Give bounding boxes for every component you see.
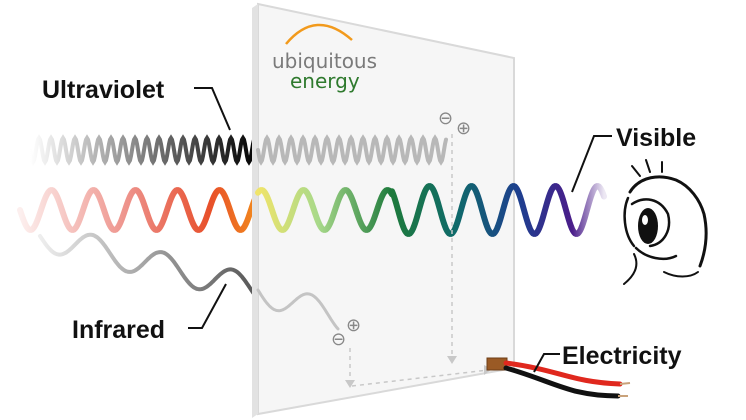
infrared-label: Infrared [72, 316, 165, 344]
eye-icon [623, 159, 708, 285]
infrared-wave-incoming [38, 232, 260, 302]
visible-leader-line [571, 135, 612, 193]
ultraviolet-wave-incoming [28, 134, 260, 166]
ultraviolet-wave-absorbed [256, 134, 448, 166]
logo-line-2: energy [290, 69, 360, 93]
negative-terminal-bottom: ⊖ [331, 329, 346, 350]
infrared-wave-absorbed [256, 288, 340, 331]
current-path-lines [349, 134, 489, 387]
positive-terminal-bottom: ⊕ [346, 315, 361, 336]
infrared-leader-line [188, 283, 227, 329]
ultraviolet-label: Ultraviolet [42, 76, 165, 104]
visible-wave-incoming [17, 187, 261, 233]
logo-line-1: ubiquitous [272, 49, 377, 73]
electricity-leader-line [533, 353, 560, 373]
visible-label: Visible [616, 124, 696, 152]
visible-wave-outgoing [389, 183, 607, 237]
logo-arc [285, 23, 353, 45]
negative-terminal-top: ⊖ [438, 108, 453, 129]
black-wire [503, 365, 621, 399]
red-wire-tip [619, 382, 631, 385]
positive-terminal-top: ⊕ [456, 118, 471, 139]
ultraviolet-leader-line [194, 87, 231, 131]
arrow-head-1 [447, 356, 457, 364]
ubiquitous-energy-logo: ubiquitous energy [272, 23, 377, 93]
visible-wave-transmitted [255, 187, 395, 233]
electricity-label: Electricity [562, 342, 682, 370]
panel-edge-shadow [252, 4, 258, 418]
arrow-head-2 [345, 380, 355, 388]
red-wire [503, 360, 623, 387]
